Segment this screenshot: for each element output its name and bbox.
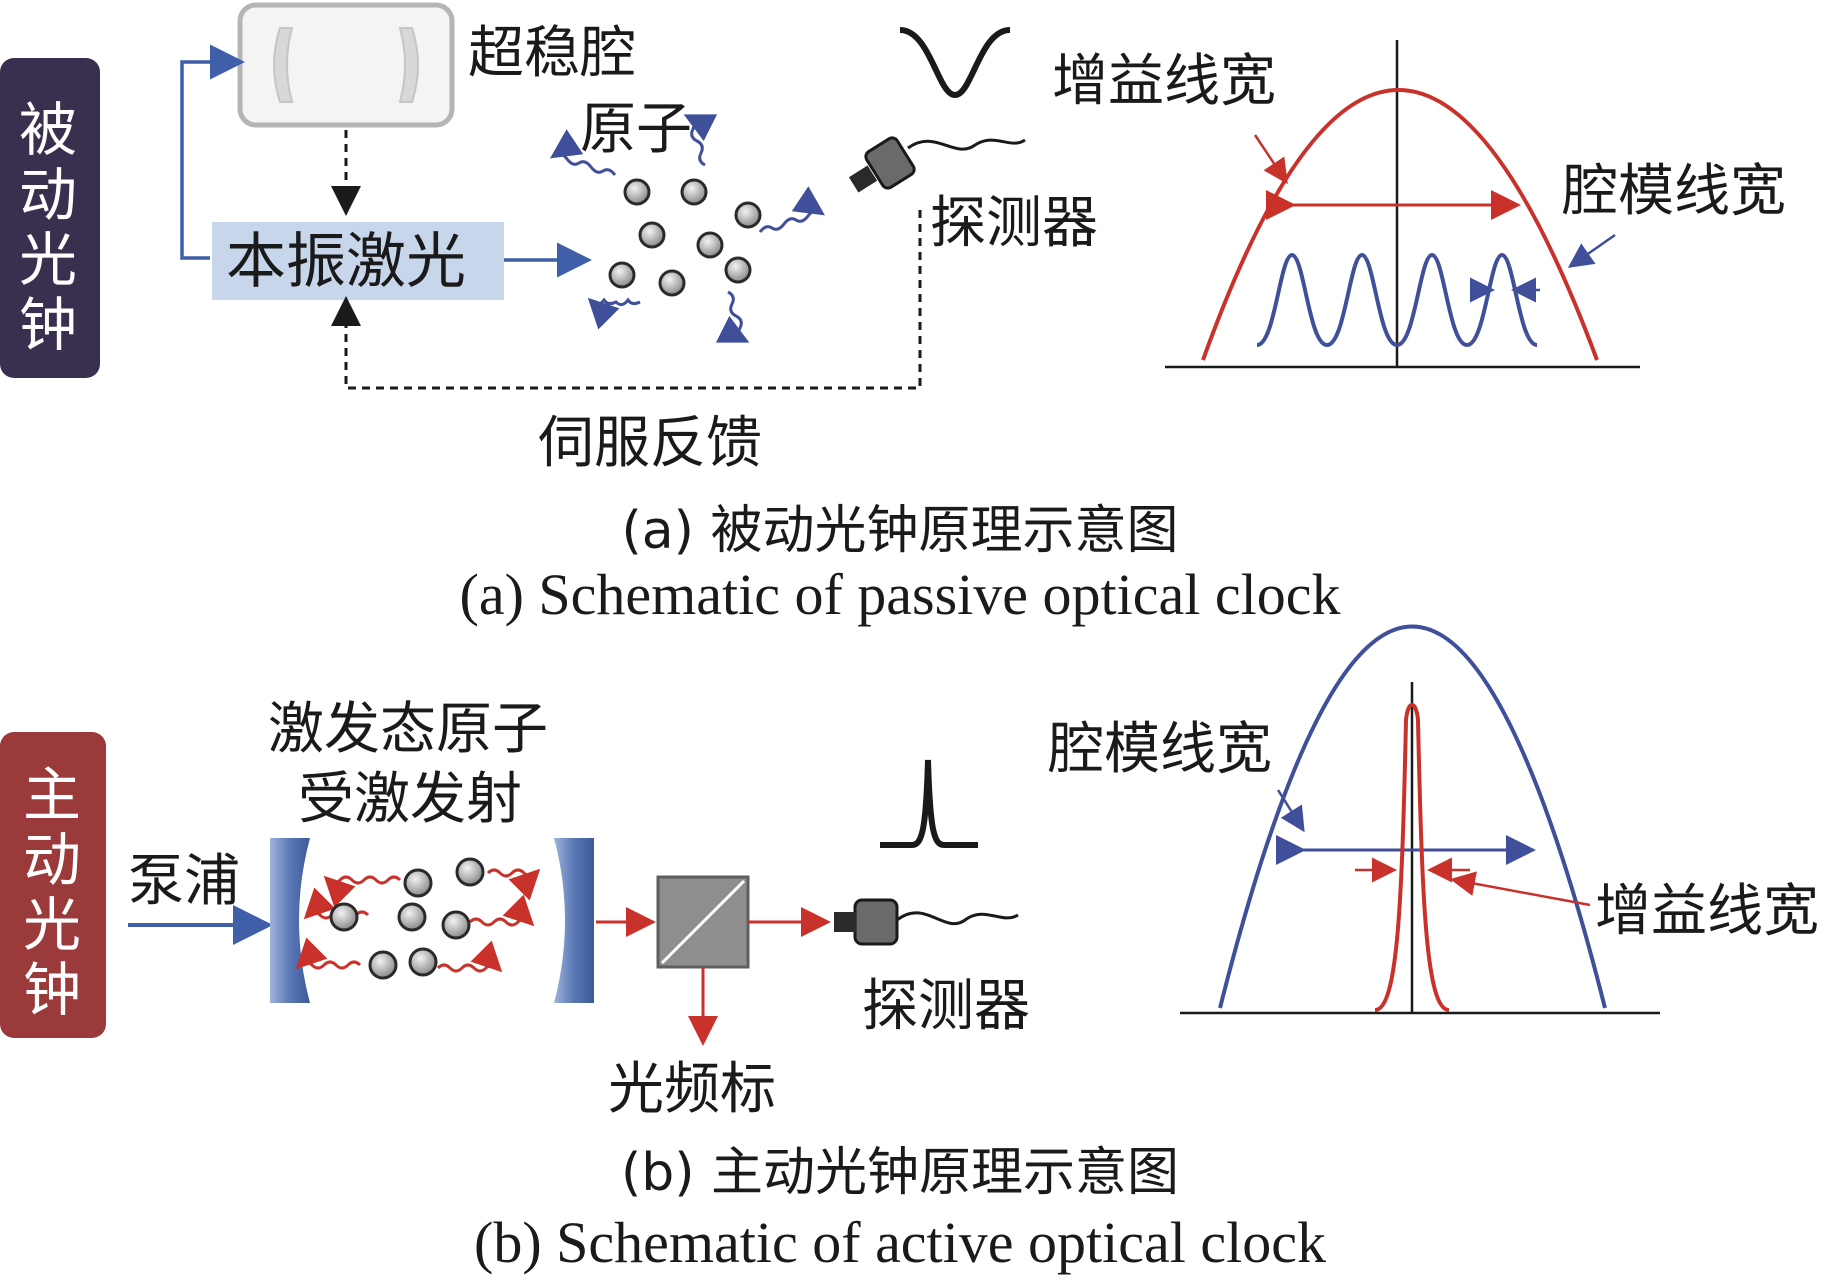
fluorescence-photons	[550, 114, 825, 343]
cavity-mirror-left	[270, 838, 310, 1003]
active-atoms	[329, 857, 485, 980]
passive-side-char-1: 被	[19, 96, 77, 164]
active-side-char-4: 钟	[23, 956, 81, 1024]
caption-b-en: (b) Schematic of active optical clock	[474, 1210, 1326, 1275]
servo-feedback-loop	[331, 210, 922, 390]
caption-a-en: (a) Schematic of passive optical clock	[460, 562, 1341, 627]
active-side-char-3: 光	[23, 891, 81, 959]
gain-profile-curve	[1201, 88, 1599, 361]
excited-atoms-label-1: 激发态原子	[268, 697, 548, 762]
gain-linewidth-label-passive: 增益线宽	[1052, 49, 1276, 114]
caption-b-cn: (b) 主动光钟原理示意图	[621, 1143, 1179, 1203]
ultrastable-cavity	[237, 2, 455, 128]
local-laser-box	[212, 222, 504, 300]
cavity-mode-peaks	[1256, 252, 1538, 348]
detector-label-active: 探测器	[862, 974, 1030, 1039]
detector-label-passive: 探测器	[930, 191, 1098, 256]
passive-atoms	[608, 178, 762, 297]
passive-side-badge	[0, 58, 100, 378]
passive-side-char-3: 光	[19, 226, 77, 294]
active-side-badge	[0, 732, 106, 1038]
passive-detector	[848, 136, 1026, 193]
laser-label: 本振激光	[226, 227, 466, 297]
cavity-linewidth-label-passive: 腔模线宽	[1562, 159, 1786, 224]
gain-linewidth-label-active: 增益线宽	[1595, 879, 1819, 944]
cavity-label: 超稳腔	[468, 21, 636, 86]
laser-to-cavity-arrow	[180, 44, 245, 260]
feedback-label: 伺服反馈	[538, 411, 762, 476]
passive-panel: 被 动 光 钟 超稳腔 本振激光 原子	[0, 2, 1786, 627]
pump-label: 泵浦	[128, 849, 240, 914]
cavity-mode-curve	[1218, 624, 1607, 1009]
passive-side-char-2: 动	[19, 161, 77, 229]
cavity-linewidth-label-active: 腔模线宽	[1048, 717, 1272, 782]
active-side-char-1: 主	[23, 761, 81, 829]
passive-linewidth-plot	[1165, 40, 1640, 369]
active-linewidth-plot	[1180, 624, 1660, 1015]
beamsplitter	[656, 875, 750, 969]
atoms-label: 原子	[580, 97, 692, 162]
comb-label: 光频标	[608, 1057, 776, 1122]
passive-side-char-4: 钟	[19, 291, 77, 359]
cavity-mirror-right	[554, 838, 594, 1003]
active-side-char-2: 动	[23, 826, 81, 894]
active-panel: 主 动 光 钟 激发态原子 受激发射 泵浦	[0, 624, 1819, 1275]
narrow-peak-signal	[880, 759, 978, 848]
caption-a-cn: (a) 被动光钟原理示意图	[622, 501, 1179, 561]
absorption-signal	[899, 27, 1011, 99]
gain-peak-curve	[1374, 703, 1450, 1012]
excited-atoms-label-2: 受激发射	[298, 767, 522, 832]
active-detector	[834, 898, 1019, 946]
